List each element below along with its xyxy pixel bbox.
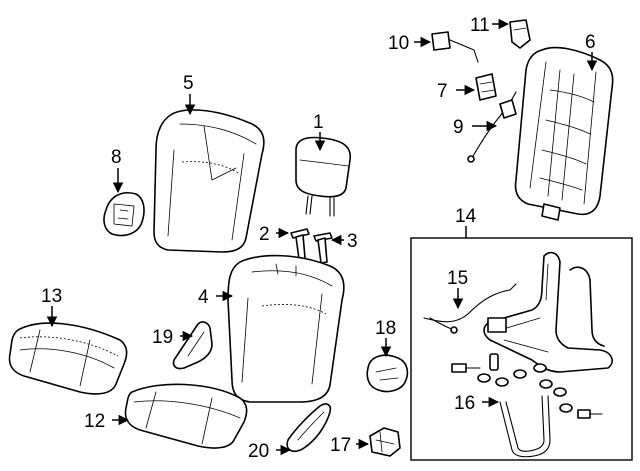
part-17-bracket xyxy=(369,427,401,457)
part-19-side-cover xyxy=(172,321,213,370)
part-2-headrest-guide xyxy=(290,228,310,260)
callout-1: 1 xyxy=(313,112,324,133)
callout-16: 16 xyxy=(454,393,475,414)
callout-12: 12 xyxy=(84,411,105,432)
part-9-release-cable xyxy=(467,91,517,163)
callout-19: 19 xyxy=(152,327,173,348)
callout-20: 20 xyxy=(248,441,269,462)
callout-7: 7 xyxy=(437,81,448,102)
part-13-cushion-cover xyxy=(8,322,128,395)
part-10-striker xyxy=(431,31,479,63)
callout-11: 11 xyxy=(470,15,490,36)
callout-6: 6 xyxy=(585,32,596,53)
part-16-fasteners xyxy=(451,353,603,458)
part-3-headrest-guide xyxy=(313,232,333,264)
part-4-seatback-cover xyxy=(227,254,345,403)
part-14-recliner-frame xyxy=(483,251,613,373)
callout-13: 13 xyxy=(41,286,62,307)
part-8-trim xyxy=(103,192,145,237)
callout-2: 2 xyxy=(259,224,270,245)
callout-17: 17 xyxy=(330,435,351,456)
part-18-cover xyxy=(366,354,409,393)
callout-9: 9 xyxy=(453,117,464,138)
part-5-seatback-cover xyxy=(153,109,265,253)
callout-15: 15 xyxy=(447,268,468,289)
callout-10: 10 xyxy=(388,33,409,54)
callout-14: 14 xyxy=(455,206,477,227)
callout-4: 4 xyxy=(198,287,209,308)
part-15-cable xyxy=(423,283,517,334)
part-20-trim-strip xyxy=(286,403,332,453)
callout-18: 18 xyxy=(375,318,396,339)
callout-3: 3 xyxy=(347,231,358,252)
part-1-headrest xyxy=(295,136,351,217)
part-14-inset-box xyxy=(410,237,633,461)
callout-labels: 1 2 3 4 5 6 7 8 9 10 11 12 13 14 15 16 1… xyxy=(41,15,596,462)
part-7-latch xyxy=(475,73,497,101)
part-6-seatback-frame xyxy=(514,46,614,221)
part-12-cushion-pad xyxy=(124,383,248,449)
callout-8: 8 xyxy=(111,147,122,168)
leader-lines xyxy=(46,18,598,456)
part-11-bracket xyxy=(509,19,531,49)
callout-5: 5 xyxy=(183,73,194,94)
